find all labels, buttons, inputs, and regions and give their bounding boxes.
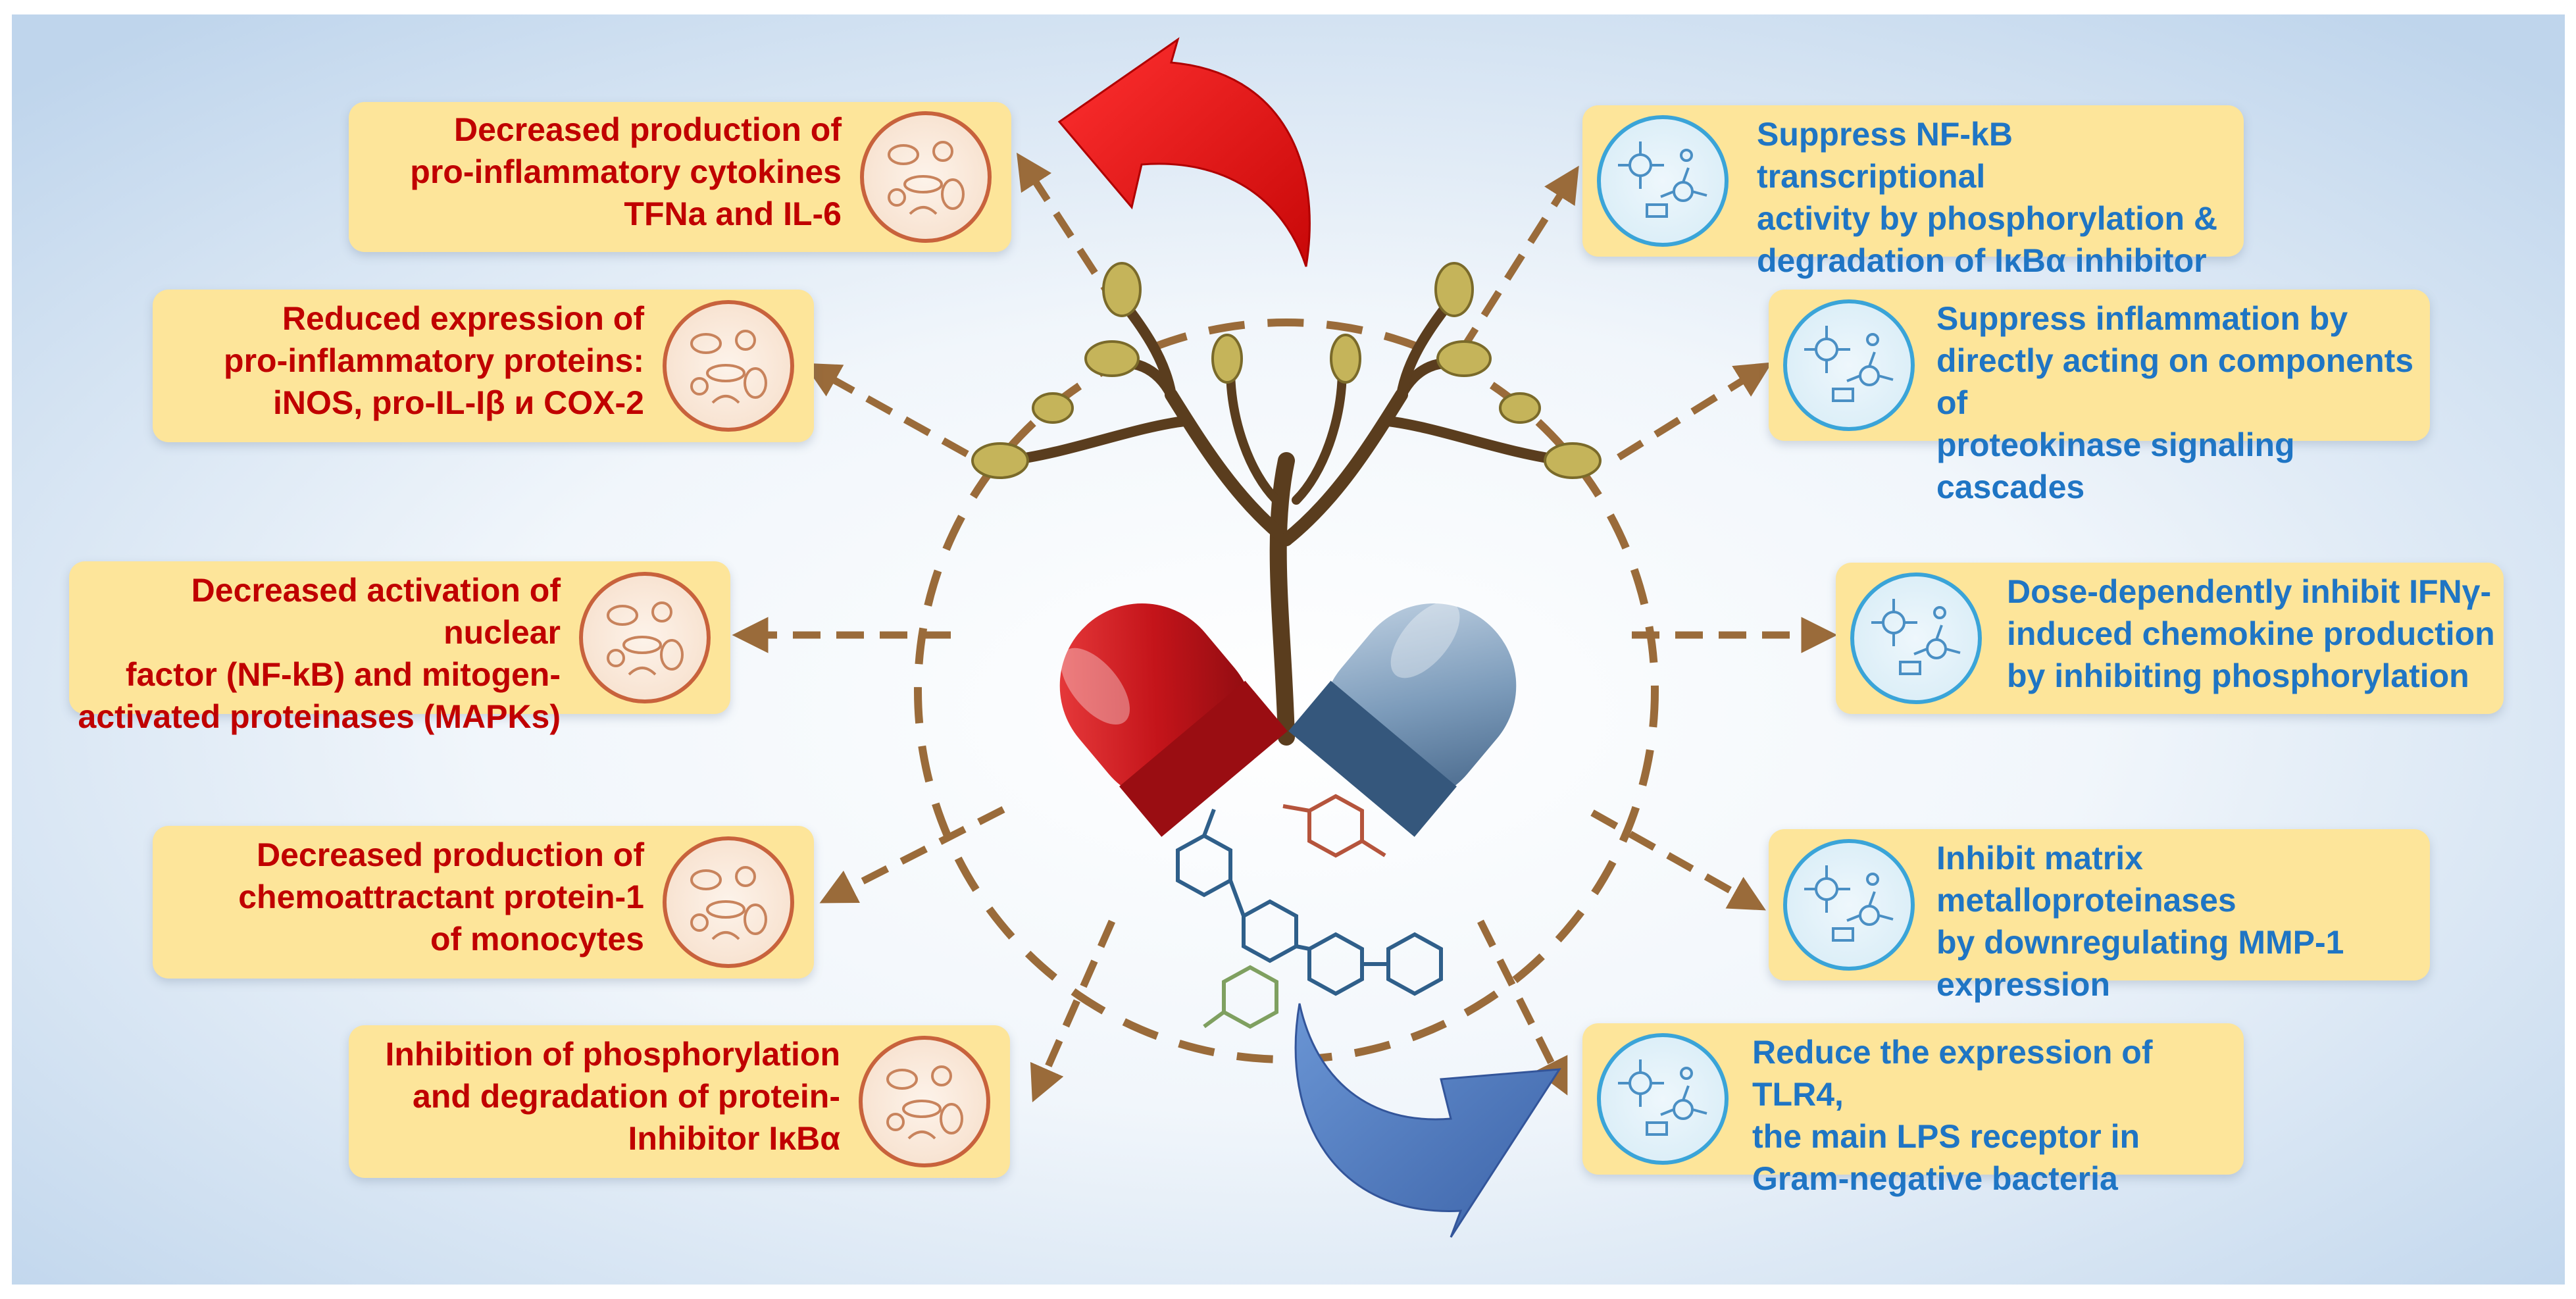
effect-text: Inhibit matrix metalloproteinases by dow… <box>1936 840 2344 1003</box>
seaweed-bladders <box>971 262 1602 479</box>
connector-arrows-left <box>732 152 1122 1103</box>
effect-box-left-1: Decreased production of pro-inflammatory… <box>349 102 1011 252</box>
connector-arrows-right <box>1457 165 1838 1096</box>
effect-text: Reduced expression of pro-inflammatory p… <box>224 300 644 421</box>
microbe-cells-icon <box>579 572 711 703</box>
polyphenol-molecule-icon <box>1176 794 1443 1029</box>
effect-box-right-5: Reduce the expression of TLR4, the main … <box>1582 1023 2244 1197</box>
effect-box-left-3: Decreased activation of nuclear factor (… <box>69 561 730 735</box>
effect-box-left-2: Reduced expression of pro-inflammatory p… <box>153 290 814 442</box>
effect-text: Inhibition of phosphorylation and degrad… <box>385 1036 840 1157</box>
effect-text: Decreased production of pro-inflammatory… <box>410 111 842 232</box>
immune-cells-icon <box>1597 115 1729 247</box>
effect-box-right-2: Suppress inflammation by directly acting… <box>1769 290 2430 505</box>
immune-cells-icon <box>1783 839 1915 971</box>
effect-text: Reduce the expression of TLR4, the main … <box>1752 1034 2153 1197</box>
microbe-cells-icon <box>663 836 794 968</box>
effect-box-left-5: Inhibition of phosphorylation and degrad… <box>349 1025 1010 1178</box>
effect-text: Suppress inflammation by directly acting… <box>1936 300 2414 505</box>
effect-box-left-4: Decreased production of chemoattractant … <box>153 826 814 979</box>
effect-box-right-1: Suppress NF-kB transcriptional activity … <box>1582 105 2244 279</box>
effect-text: Decreased production of chemoattractant … <box>238 836 644 957</box>
effect-text: Suppress NF-kB transcriptional activity … <box>1757 116 2218 279</box>
center-dashed-circle <box>914 318 1659 1063</box>
microbe-cells-icon <box>663 300 794 432</box>
effect-box-right-4: Inhibit matrix metalloproteinases by dow… <box>1769 829 2430 1003</box>
microbe-cells-icon <box>860 111 992 243</box>
immune-cells-icon <box>1783 299 1915 431</box>
effect-text: Decreased activation of nuclear factor (… <box>78 572 561 735</box>
blue-curved-arrow <box>1294 1003 1561 1238</box>
red-curved-arrow <box>1057 37 1311 267</box>
immune-cells-icon <box>1850 573 1982 704</box>
immune-cells-icon <box>1597 1033 1729 1165</box>
effect-text: Dose-dependently inhibit IFNγ- induced c… <box>2007 573 2495 694</box>
split-capsule-icon <box>1059 601 1517 837</box>
microbe-cells-icon <box>859 1036 990 1167</box>
effect-box-right-3: Dose-dependently inhibit IFNγ- induced c… <box>1836 563 2504 714</box>
